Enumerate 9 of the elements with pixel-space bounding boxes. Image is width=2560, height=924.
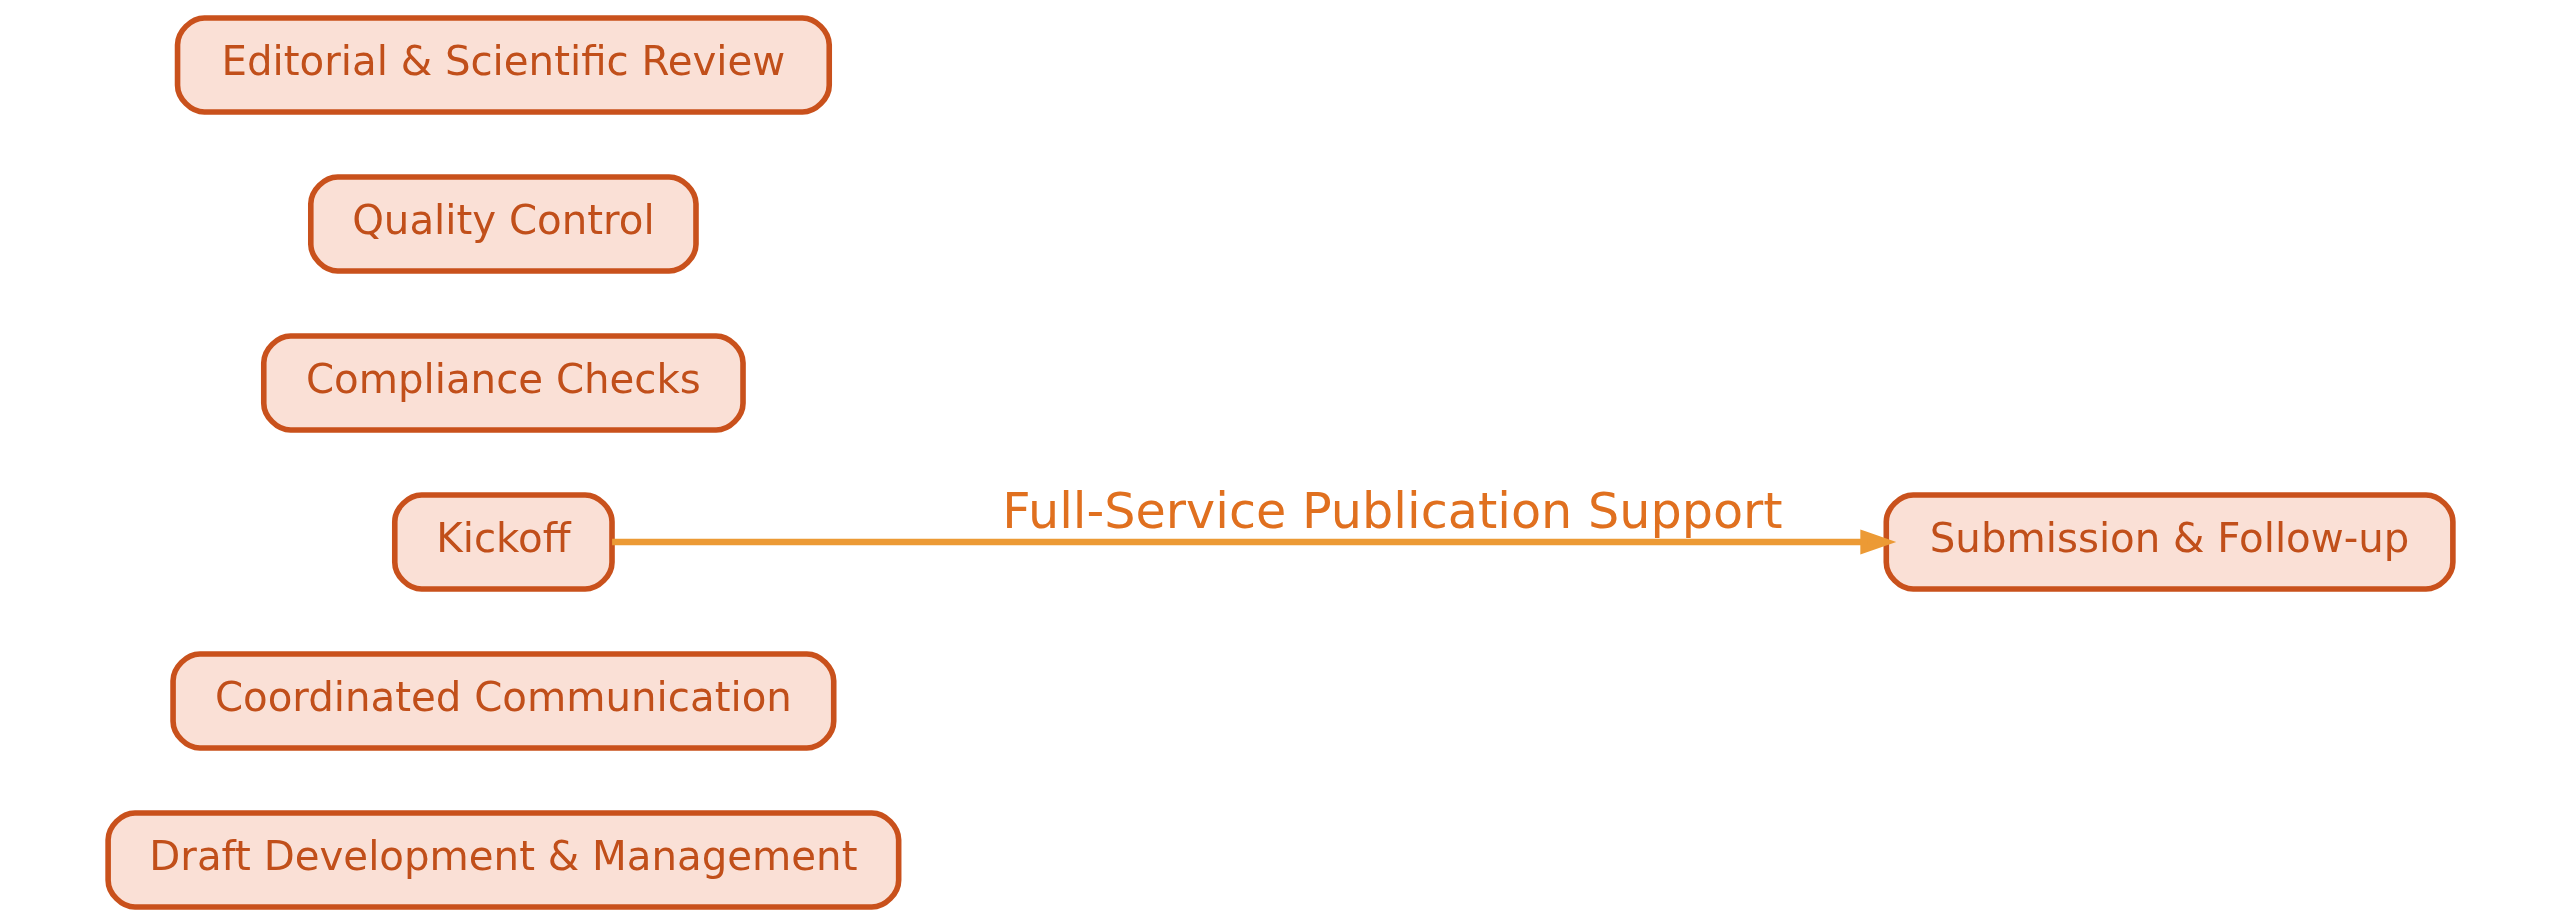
node-box: Quality Control (307, 173, 699, 274)
arrow (611, 528, 1896, 555)
node-box: Compliance Checks (260, 332, 746, 433)
node-box: Kickoff (391, 491, 615, 592)
node-box: Submission & Follow-up (1883, 491, 2456, 592)
node-box: Draft Development & Management (104, 809, 901, 910)
node-box: Editorial & Scientific Review (174, 14, 832, 115)
node-box: Coordinated Communication (169, 650, 836, 751)
edge-label: Full-Service Publication Support (1001, 481, 1783, 540)
